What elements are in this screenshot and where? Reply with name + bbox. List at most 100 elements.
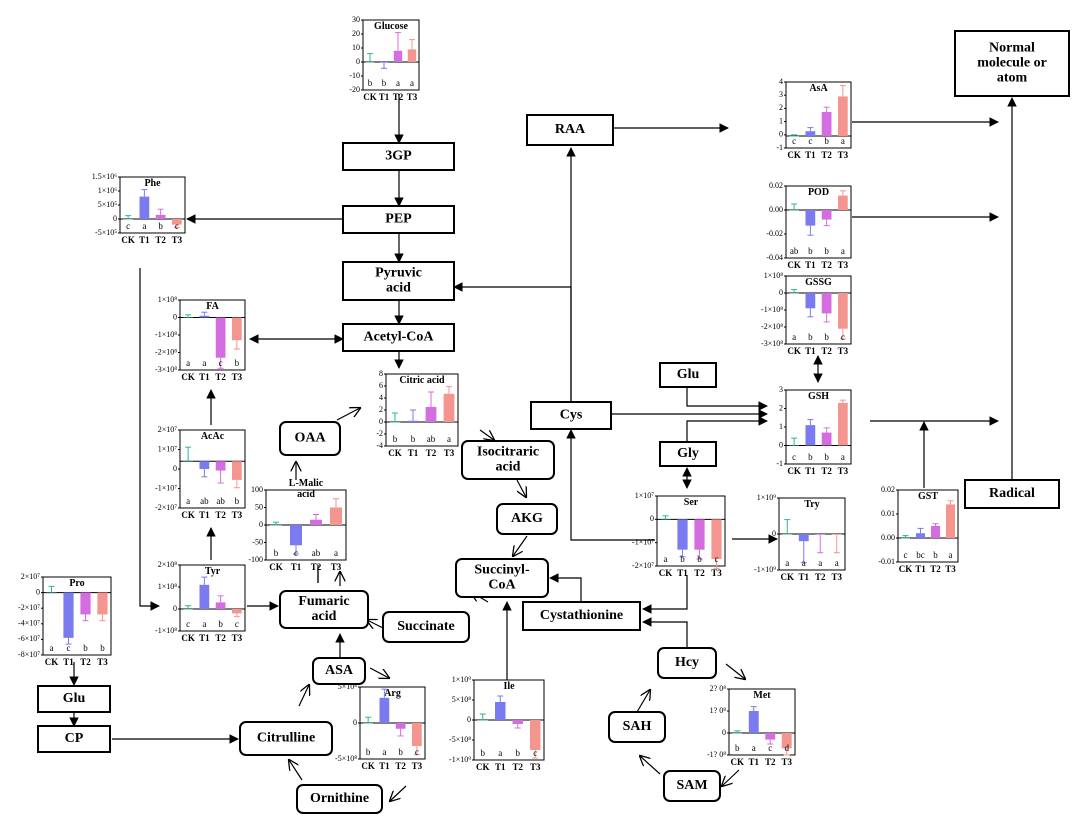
category-label: CK [361,761,375,771]
chart-frame [179,564,246,632]
category-label: CK [181,372,195,382]
category-label: CK [181,633,195,643]
tick-label: 0 [113,214,117,223]
category-label: T1 [199,510,210,520]
tick-label: -2 [376,429,383,438]
bar-t1 [199,461,210,469]
category-label: T1 [805,260,816,270]
bar-t2 [155,214,166,219]
node-box [663,770,721,802]
tick-label: 0 [173,604,177,613]
tick-label: 1×10⁸ [158,295,178,304]
significance-letter: a [498,748,502,758]
tick-label: -2×10⁷ [632,561,654,570]
category-label: T2 [694,568,705,578]
node-label: PEP [385,212,412,227]
category-label: CK [787,466,801,476]
significance-letter: b [808,452,813,462]
chart-frame [785,81,852,149]
tick-label: 1? 0⁸ [710,706,727,715]
tick-label: 5×10⁸ [452,695,472,704]
significance-letter: b [368,78,373,88]
bar-ck [782,534,793,535]
significance-letter: ab [312,548,321,558]
chart-title: Glucose [374,21,408,32]
category-label: T1 [748,757,759,767]
significance-letter: c [294,548,298,558]
significance-letter: c [533,748,537,758]
significance-letter: a [202,619,206,629]
tick-label: 1×10⁶ [98,186,118,195]
tick-label: 1 [779,116,783,125]
category-label: T1 [379,92,390,102]
tick-label: 4 [379,393,383,402]
category-label: T3 [838,150,849,160]
significance-letter: b [481,748,486,758]
bar-ck [789,136,799,137]
bar-t2 [425,407,437,422]
tick-label: -1×10⁹ [449,755,471,764]
node-raa: RAA [526,114,614,146]
bar-ck [789,293,799,294]
node-citrulline: Citrulline [239,721,333,756]
significance-letter: c [67,643,71,653]
category-label: T3 [838,466,849,476]
chart-title: Arg [384,688,401,699]
significance-letter: a [835,558,839,568]
bar-ck [789,445,799,446]
bar-t2 [395,723,406,729]
category-label: T2 [821,150,832,160]
significance-letter: c [792,136,796,146]
category-label: T1 [805,150,816,160]
tick-label: 0 [772,529,776,538]
significance-letter: a [841,246,845,256]
significance-letter: b [274,548,279,558]
tick-label: -50 [252,537,263,546]
significance-letter: a [752,743,756,753]
bar-ck [183,461,193,462]
tick-label: -1 [776,459,783,468]
node-box [37,725,111,753]
node-label: Hcy [675,655,699,670]
node-label: Succinyl-CoA [474,563,530,593]
category-label: T1 [805,346,816,356]
tick-label: -2×10⁸ [155,347,177,356]
bar-t2 [215,602,226,609]
chart-title: POD [808,187,829,198]
significance-letter: b [824,136,829,146]
tick-label: -0.01 [878,557,895,566]
bar-t3 [330,507,342,525]
bar-t1 [199,584,210,609]
node-label: Gly [677,446,699,461]
node-succinate: Succinate [382,611,470,643]
tick-label: 0 [722,728,726,737]
category-label: T3 [97,657,108,667]
node-cystathionine: Cystathionine [522,601,641,631]
bar-t3 [831,534,842,535]
bar-t3 [232,609,242,614]
node-radical: Radical [964,479,1060,509]
category-label: CK [476,762,490,772]
bar-t2 [694,519,705,550]
chart-title: GSSG [805,277,832,288]
category-label: T1 [495,762,506,772]
category-label: CK [787,150,801,160]
significance-letter: c [792,452,796,462]
category-label: T1 [199,372,210,382]
bar-t3 [412,723,422,747]
bar-t2 [821,112,832,136]
chart-title: Ser [684,497,699,508]
chart-frame [785,185,852,259]
chart-title: Ile [503,681,515,692]
category-label: T1 [408,448,419,458]
tick-label: 100 [251,485,263,494]
node-cp: CP [37,725,111,753]
chart-title: Citric acid [399,375,445,386]
significance-letter: b [824,332,829,342]
node-akg: AKG [496,503,558,535]
node-box [382,611,470,643]
